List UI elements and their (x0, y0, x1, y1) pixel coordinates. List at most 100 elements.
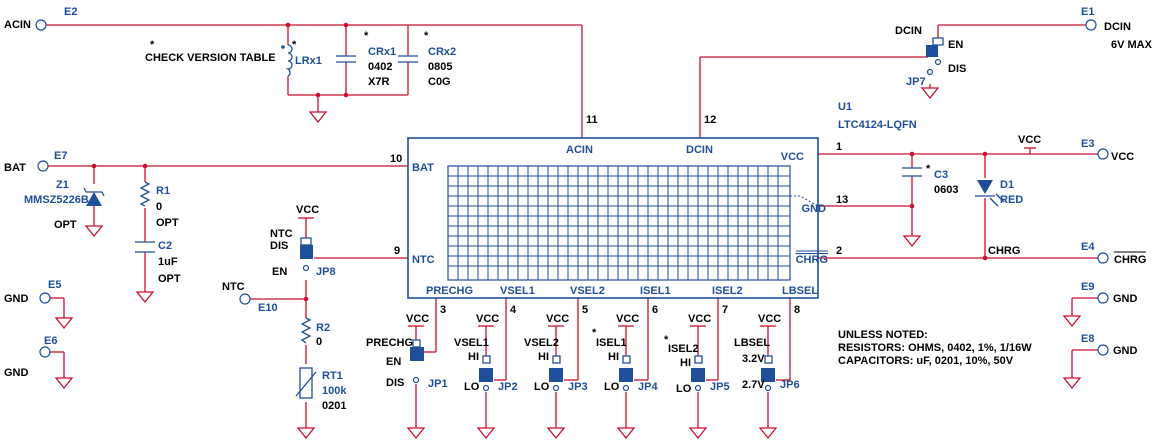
jp8-label-dis: DIS (270, 240, 288, 252)
terminal-label-e8: E8 (1081, 333, 1094, 345)
asterisk-c3: * (926, 163, 931, 175)
jp4-ref: JP4 (638, 381, 658, 393)
label-rt1-value: 100k (322, 385, 347, 397)
zener-z1 (83, 187, 105, 206)
net-label-gnd-e6: GND (4, 367, 29, 379)
capacitor-crx1 (336, 55, 356, 63)
terminal-label-e6: E6 (44, 335, 57, 347)
terminal-label-e3: E3 (1081, 138, 1094, 150)
terminal-label-e7: E7 (54, 150, 67, 162)
pin-number-5: 5 (582, 304, 588, 316)
terminal-e9[interactable] (1097, 292, 1109, 304)
pin-label-lbsel: LBSEL (782, 285, 818, 297)
pin-number-12: 12 (704, 114, 716, 126)
jp3-ref: JP3 (568, 381, 588, 393)
net-label-vcc-jp8: VCC (296, 204, 319, 216)
label-crx1-ref: CRx1 (368, 46, 396, 58)
notes-line-3: CAPACITORS: uF, 0201, 10%, 50V (838, 355, 1014, 367)
label-r2-ref: R2 (316, 322, 330, 334)
ic-thermal-pad-grid (447, 165, 791, 281)
terminal-e10[interactable] (239, 293, 251, 305)
ground-symbols (54, 87, 1082, 440)
pin-label-isel1: ISEL1 (640, 285, 671, 297)
net-label-chrg: CHRG (988, 245, 1020, 257)
label-z1-opt: OPT (54, 219, 77, 231)
terminal-points (35, 19, 1109, 358)
dcin-max-note: 6V MAX (1111, 39, 1153, 51)
terminal-e7[interactable] (37, 160, 49, 172)
pin-label-chrg: CHRG (796, 254, 828, 266)
asterisk-crx2: * (424, 30, 429, 42)
jp1-ref: JP1 (428, 378, 448, 390)
jp2-bottom-label: LO (464, 381, 480, 393)
jp4-top-label: HI (608, 351, 619, 363)
jp6-top-label: 3.2V (742, 353, 765, 365)
net-label-vcc-e3: VCC (1111, 151, 1134, 163)
jp2-top-label: HI (468, 351, 479, 363)
thermistor-rt1 (295, 367, 317, 399)
pin-label-bat: BAT (412, 162, 434, 174)
label-crx2-ref: CRx2 (428, 46, 456, 58)
resistor-r2 (300, 317, 312, 344)
asterisk-jp5: * (664, 334, 669, 346)
pin-number-9: 9 (394, 245, 400, 257)
terminal-e1[interactable] (1085, 19, 1097, 31)
terminal-e3[interactable] (1097, 148, 1109, 160)
capacitor-c2 (135, 241, 155, 253)
terminal-label-e2: E2 (64, 6, 77, 18)
capacitor-c3 (902, 167, 922, 177)
terminal-e8[interactable] (1097, 344, 1109, 356)
label-c3-size: 0603 (934, 184, 958, 196)
jp3-bottom-label: LO (534, 381, 550, 393)
label-crx1-size: 0402 (368, 61, 392, 73)
asterisk-lrx1: * (292, 39, 297, 51)
label-r1-value: 0 (156, 201, 162, 213)
net-label-ntc: NTC (222, 281, 245, 293)
jp4-label: ISEL1 (596, 337, 627, 349)
terminal-label-e1: E1 (1081, 6, 1094, 18)
asterisk-jp4: * (592, 327, 597, 339)
pin-label-vcc: VCC (781, 151, 804, 163)
net-label-gnd-e8: GND (1113, 345, 1138, 357)
jp6-ref: JP6 (780, 379, 800, 391)
vcc-bars (298, 217, 776, 327)
pin-number-2: 2 (836, 245, 842, 257)
jumper-jp1 (410, 339, 424, 384)
pin-number-11: 11 (586, 114, 598, 126)
net-label-dcin: DCIN (895, 25, 922, 37)
net-label-vcc-bar: VCC (1018, 134, 1041, 146)
notes-line-2: RESISTORS: OHMS, 0402, 1%, 1/16W (838, 342, 1032, 354)
pin-number-8: 8 (794, 304, 800, 316)
terminal-e6[interactable] (39, 346, 51, 358)
label-c2-value: 1uF (158, 256, 178, 268)
label-r2-value: 0 (316, 336, 322, 348)
led-d1 (975, 180, 1005, 207)
pin-number-7: 7 (722, 304, 728, 316)
label-c2-opt: OPT (158, 273, 181, 285)
wires (46, 24, 1098, 428)
jp6-bottom-label: 2.7V (742, 379, 765, 391)
terminal-label-e4: E4 (1081, 241, 1095, 253)
capacitor-crx2 (398, 55, 418, 63)
pin-label-vsel2: VSEL2 (570, 285, 605, 297)
inductor-lrx1 (281, 44, 293, 77)
jp8-label-ntc: NTC (270, 228, 293, 240)
pin-number-3: 3 (440, 304, 446, 316)
pin-label-vsel1: VSEL1 (500, 285, 535, 297)
pin-number-10: 10 (390, 153, 402, 165)
label-crx2-size: 0805 (428, 61, 452, 73)
jp2-ref: JP2 (498, 381, 518, 393)
terminal-e4[interactable] (1097, 252, 1109, 264)
notes-line-1: UNLESS NOTED: (838, 329, 928, 341)
jp8-ref: JP8 (316, 266, 336, 278)
jumper-jp5 (691, 355, 705, 392)
net-label-vcc-jp4: VCC (616, 313, 639, 325)
terminal-e5[interactable] (39, 292, 51, 304)
terminal-e2[interactable] (35, 19, 47, 31)
label-c3-ref: C3 (934, 169, 948, 181)
pin-label-ntc: NTC (412, 254, 435, 266)
jp2-label: VSEL1 (454, 337, 489, 349)
jp5-ref: JP5 (710, 381, 730, 393)
